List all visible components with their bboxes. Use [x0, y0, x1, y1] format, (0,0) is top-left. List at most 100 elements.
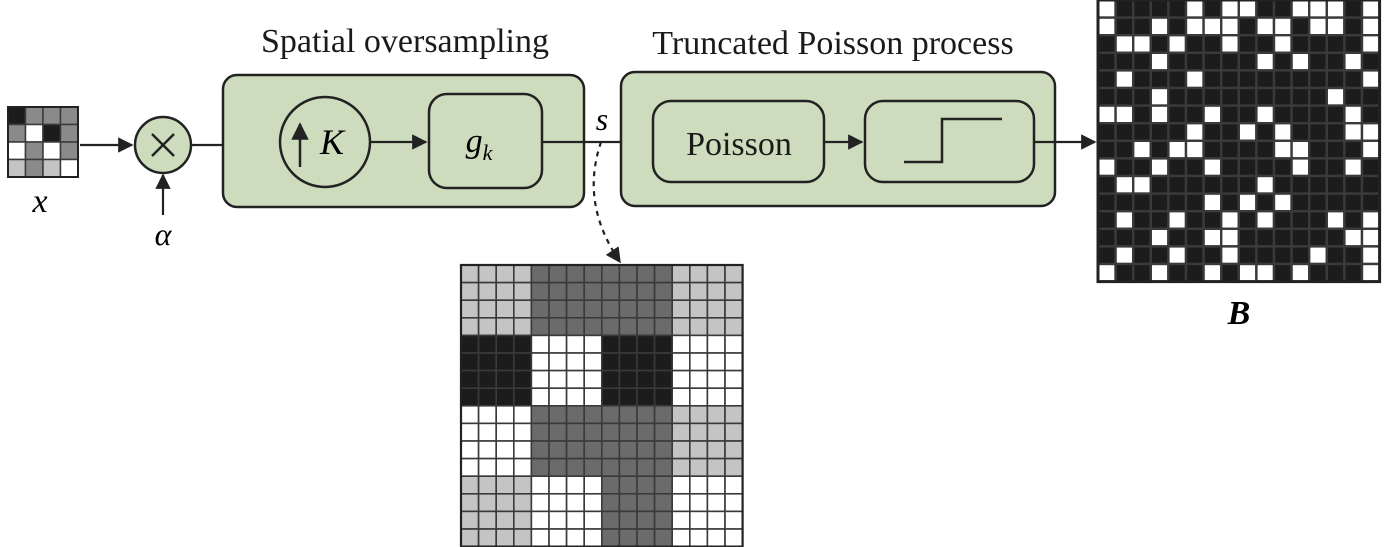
binary-pixel	[1219, 0, 1240, 19]
binary-pixel	[1325, 209, 1346, 230]
oversampled-pixel	[600, 334, 621, 354]
binary-pixel	[1237, 104, 1258, 125]
upsampler-node: K	[278, 95, 372, 189]
oversampled-pixel	[636, 492, 656, 513]
oversampled-pixel	[477, 404, 498, 425]
binary-pixel	[1149, 227, 1170, 248]
oversampled-pixel	[583, 387, 603, 407]
oversampled-pixel	[653, 457, 673, 478]
oversampled-pixel	[600, 369, 621, 390]
oversampled-pixel	[495, 387, 515, 407]
binary-pixel	[1184, 157, 1205, 178]
oversampled-pixel	[636, 510, 656, 530]
oversampled-pixel	[653, 387, 673, 407]
oversampled-pixel	[460, 422, 480, 442]
oversampled-pixel	[548, 404, 568, 425]
binary-pixel	[1219, 104, 1240, 125]
binary-pixel	[1167, 16, 1188, 37]
binary-pixel	[1096, 86, 1117, 107]
binary-pixel	[1307, 0, 1328, 19]
binary-pixel	[1219, 227, 1240, 248]
binary-pixel	[1237, 174, 1258, 195]
binary-pixel	[1149, 157, 1170, 178]
oversampled-pixel	[600, 475, 621, 495]
dashed-arrow-to-oversampled-image	[592, 141, 621, 264]
oversampled-pixel	[671, 369, 691, 390]
oversampled-pixel	[618, 334, 638, 354]
oversampled-pixel	[548, 316, 568, 337]
oversampled-pixel	[636, 299, 656, 319]
binary-pixel	[1219, 192, 1240, 213]
binary-pixel	[1343, 51, 1364, 72]
binary-pixel	[1237, 69, 1258, 90]
oversampled-pixel	[653, 422, 673, 442]
oversampled-pixel	[548, 475, 568, 495]
oversampled-pixel	[512, 369, 533, 390]
binary-pixel	[1343, 174, 1364, 195]
binary-pixel	[1290, 69, 1311, 90]
oversampled-pixel	[548, 422, 568, 442]
binary-pixel	[1219, 121, 1240, 142]
oversampled-pixel	[724, 264, 744, 284]
binary-pixel	[1237, 16, 1258, 37]
oversampled-pixel	[512, 422, 533, 442]
binary-pixel	[1202, 69, 1223, 90]
oversampled-pixel	[548, 492, 568, 513]
binary-pixel	[1307, 245, 1328, 266]
binary-pixel	[1290, 51, 1311, 72]
binary-pixel	[1184, 51, 1205, 72]
oversampled-pixel	[565, 369, 585, 390]
binary-pixel	[1237, 139, 1258, 160]
threshold-block	[863, 99, 1036, 184]
oversampled-pixel	[600, 510, 621, 530]
oversampled-pixel	[565, 299, 585, 319]
binary-pixel	[1184, 34, 1205, 55]
input-pixel	[59, 158, 79, 178]
oversampled-pixel	[636, 281, 656, 302]
oversampled-pixel	[724, 510, 744, 530]
input-pixel	[7, 141, 27, 161]
oversampled-pixel	[600, 299, 621, 319]
oversampled-pixel	[512, 334, 533, 354]
oversampled-pixel	[460, 404, 480, 425]
binary-pixel	[1307, 121, 1328, 142]
oversampled-pixel	[583, 369, 603, 390]
binary-pixel	[1290, 174, 1311, 195]
oversampled-pixel	[548, 369, 568, 390]
oversampled-pixel	[565, 316, 585, 337]
oversampled-pixel	[583, 264, 603, 284]
input-pixel	[42, 123, 62, 143]
binary-pixel	[1255, 139, 1276, 160]
oversampled-pixel	[477, 264, 498, 284]
oversampled-pixel	[653, 528, 673, 547]
binary-pixel	[1184, 69, 1205, 90]
binary-pixel	[1272, 34, 1293, 55]
oversampled-pixel	[618, 316, 638, 337]
input-pixel	[42, 106, 62, 126]
binary-pixel	[1272, 121, 1293, 142]
binary-pixel	[1184, 174, 1205, 195]
binary-pixel	[1184, 0, 1205, 19]
oversampled-pixel	[618, 510, 638, 530]
binary-pixel	[1184, 139, 1205, 160]
oversampled-pixel	[583, 316, 603, 337]
oversampled-pixel	[671, 404, 691, 425]
binary-pixel	[1131, 0, 1152, 19]
binary-pixel	[1096, 157, 1117, 178]
binary-pixel	[1219, 209, 1240, 230]
binary-pixel	[1131, 121, 1152, 142]
binary-pixel	[1255, 86, 1276, 107]
oversampled-pixel	[671, 299, 691, 319]
oversampled-pixel	[706, 422, 726, 442]
binary-pixel	[1184, 16, 1205, 37]
binary-pixel	[1167, 139, 1188, 160]
oversampled-pixel	[618, 352, 638, 372]
oversampled-pixel	[671, 316, 691, 337]
binary-pixel	[1272, 262, 1293, 283]
binary-pixel	[1272, 16, 1293, 37]
oversampled-pixel	[724, 528, 744, 547]
binary-pixel	[1096, 227, 1117, 248]
binary-pixel	[1184, 192, 1205, 213]
binary-pixel	[1202, 262, 1223, 283]
binary-pixel	[1114, 192, 1135, 213]
